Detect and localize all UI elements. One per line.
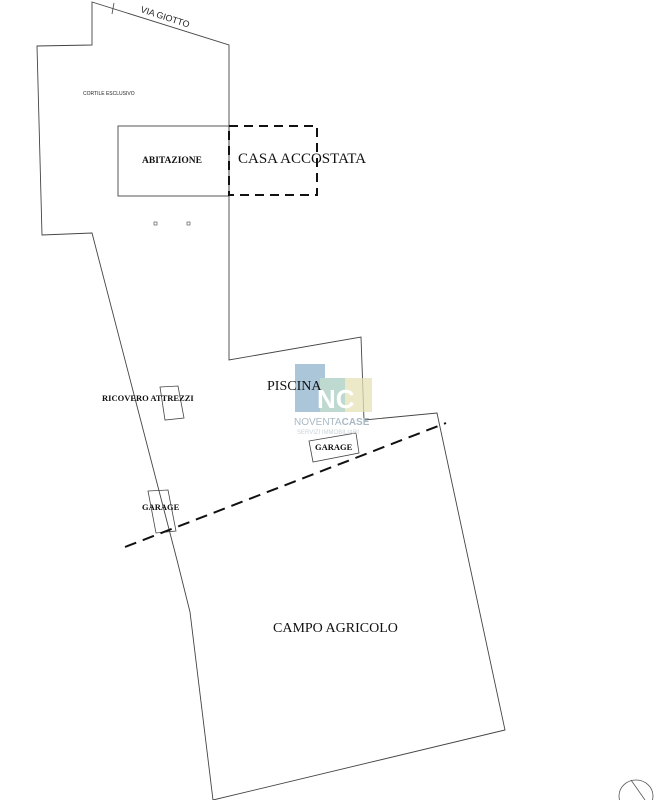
watermark-tagline: SERVIZI IMMOBILIARI (297, 430, 359, 436)
house-label: ABITAZIONE (142, 156, 202, 166)
marker (153, 221, 158, 226)
garage-left-label: GARAGE (142, 502, 180, 512)
watermark-brand: NOVENTACASE (294, 417, 370, 428)
watermark-logo (295, 364, 372, 412)
street-tick (111, 2, 115, 15)
tool-shed-outline (159, 385, 185, 421)
field-label: CAMPO AGRICOLO (273, 621, 398, 636)
pool-label: PISCINA (267, 379, 322, 394)
courtyard-label: CORTILE ESCLUSIVO (83, 91, 135, 97)
garage-right-label: GARAGE (315, 442, 353, 452)
garage-right-outline (308, 432, 360, 463)
tool-shed-label: RICOVERO ATTREZZI (102, 393, 194, 403)
watermark-monogram: NC (317, 384, 355, 414)
garage-left-outline (147, 489, 177, 534)
north-arrow-icon (618, 779, 654, 800)
adjacent-house-outline (228, 125, 318, 196)
street-label: VIA GIOTTO (139, 4, 190, 29)
parcel-boundary (36, 1, 506, 800)
marker (186, 221, 191, 226)
division-line (124, 422, 447, 548)
adjacent-house-label: CASA ACCOSTATA (238, 151, 366, 167)
